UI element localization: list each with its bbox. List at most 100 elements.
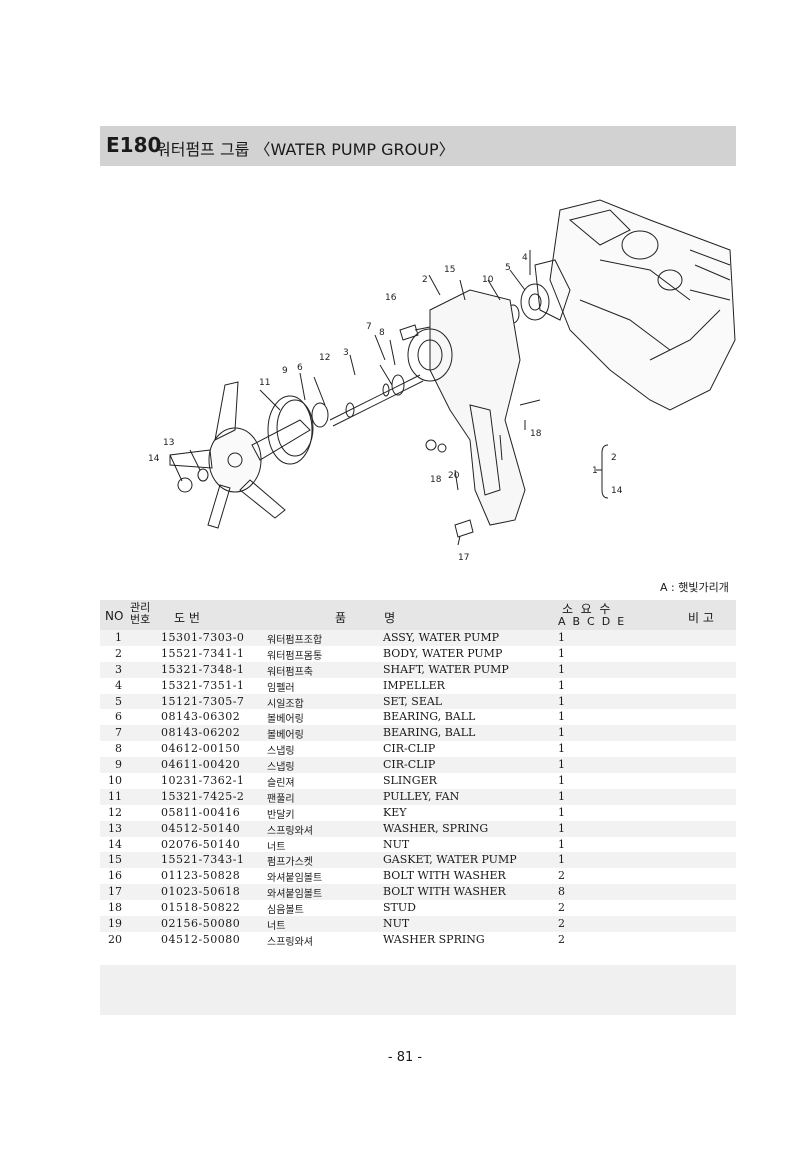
part-number: 15321-7425-2 xyxy=(161,789,245,803)
korean-name: 반달키 xyxy=(267,809,295,821)
svg-text:16: 16 xyxy=(385,293,397,303)
quantity: 1 xyxy=(558,631,565,644)
quantity: 1 xyxy=(558,774,565,788)
svg-text:13: 13 xyxy=(163,438,174,448)
english-name: SLINGER xyxy=(383,774,437,788)
svg-text:2: 2 xyxy=(611,453,617,463)
part-number: 15521-7341-1 xyxy=(161,646,245,660)
header-bar xyxy=(100,126,736,166)
korean-name: 심음볼트 xyxy=(267,905,304,917)
part-number: 04612-00150 xyxy=(161,742,241,756)
quantity: 1 xyxy=(558,742,565,756)
quantity: 1 xyxy=(558,805,565,819)
english-name: SHAFT, WATER PUMP xyxy=(383,662,509,676)
part-number: 04512-50080 xyxy=(161,932,241,946)
quantity: 2 xyxy=(558,932,565,946)
part-number: 15521-7343-1 xyxy=(161,853,245,867)
korean-name: 임펠러 xyxy=(267,682,295,694)
header-name: 품 명 xyxy=(335,611,396,625)
row-no: 1 xyxy=(115,631,122,644)
header-qty-cols: A B C D E xyxy=(558,615,625,628)
row-no: 16 xyxy=(108,869,122,883)
part-number: 01123-50828 xyxy=(161,869,241,883)
part-number: 02156-50080 xyxy=(161,917,241,931)
row-no: 14 xyxy=(108,837,122,851)
svg-text:9: 9 xyxy=(282,366,288,376)
part-number: 15321-7348-1 xyxy=(161,662,245,676)
english-name: BODY, WATER PUMP xyxy=(383,646,503,660)
footer-band xyxy=(100,965,736,1015)
page-number: - 81 - xyxy=(387,1050,423,1065)
svg-text:1: 1 xyxy=(592,466,598,476)
group-code: E180 xyxy=(106,133,162,157)
table-row: 16 01123-50828 와셔붙임볼트 BOLT WITH WASHER 2 xyxy=(100,868,736,884)
header-remarks: 비 고 xyxy=(688,611,714,625)
korean-name: 슬린져 xyxy=(267,778,295,790)
part-number: 02076-50140 xyxy=(161,837,241,851)
quantity: 1 xyxy=(558,853,565,867)
header-qty: 소 요 수 xyxy=(562,602,611,616)
row-no: 17 xyxy=(108,885,122,899)
korean-name: 워터펌프몸통 xyxy=(267,650,323,662)
quantity: 1 xyxy=(558,694,565,708)
svg-text:5: 5 xyxy=(505,263,511,273)
exploded-parts-diagram: 15 2 16 10 5 4 8 7 3 12 6 9 11 13 14 18 … xyxy=(148,199,736,563)
korean-name: 와셔붙임볼트 xyxy=(267,889,323,901)
row-no: 7 xyxy=(115,726,122,740)
part-number: 04611-00420 xyxy=(161,758,241,772)
quantity: 8 xyxy=(558,885,565,899)
svg-text:8: 8 xyxy=(379,328,385,338)
quantity: 2 xyxy=(558,917,565,931)
korean-name: 스냅링 xyxy=(267,746,295,758)
quantity: 2 xyxy=(558,869,565,883)
row-no: 20 xyxy=(108,932,122,946)
svg-text:2: 2 xyxy=(422,275,428,285)
english-name: PULLEY, FAN xyxy=(383,789,460,803)
korean-name: 와셔붙임볼트 xyxy=(267,873,323,885)
svg-text:10: 10 xyxy=(482,275,494,285)
svg-text:3: 3 xyxy=(343,348,349,358)
row-no: 12 xyxy=(108,805,122,819)
row-no: 10 xyxy=(108,774,122,788)
part-number: 01518-50822 xyxy=(161,901,241,915)
korean-name: 스프링와셔 xyxy=(267,825,313,837)
quantity: 2 xyxy=(558,901,565,915)
part-number: 15301-7303-0 xyxy=(161,631,245,644)
svg-text:11: 11 xyxy=(259,378,270,388)
row-no: 19 xyxy=(108,917,122,931)
quantity: 1 xyxy=(558,710,565,724)
row-no: 15 xyxy=(108,853,122,867)
english-name: BEARING, BALL xyxy=(383,726,476,740)
svg-text:12: 12 xyxy=(319,353,330,363)
english-name: IMPELLER xyxy=(383,678,445,692)
english-name: CIR-CLIP xyxy=(383,758,436,772)
english-name: SET, SEAL xyxy=(383,694,443,708)
korean-name: 볼베어링 xyxy=(267,714,304,726)
english-name: BOLT WITH WASHER xyxy=(383,869,506,883)
row-no: 8 xyxy=(115,742,122,756)
english-name: NUT xyxy=(383,837,410,851)
svg-text:20: 20 xyxy=(448,471,460,481)
row-no: 11 xyxy=(108,789,122,803)
row-no: 2 xyxy=(115,646,122,660)
english-name: STUD xyxy=(383,901,416,915)
legend-note: A : 햇빛가리개 xyxy=(660,581,729,594)
korean-name: 시일조합 xyxy=(267,698,304,710)
english-name: BOLT WITH WASHER xyxy=(383,885,506,899)
quantity: 1 xyxy=(558,678,565,692)
row-no: 4 xyxy=(115,678,122,692)
english-name: BEARING, BALL xyxy=(383,710,476,724)
